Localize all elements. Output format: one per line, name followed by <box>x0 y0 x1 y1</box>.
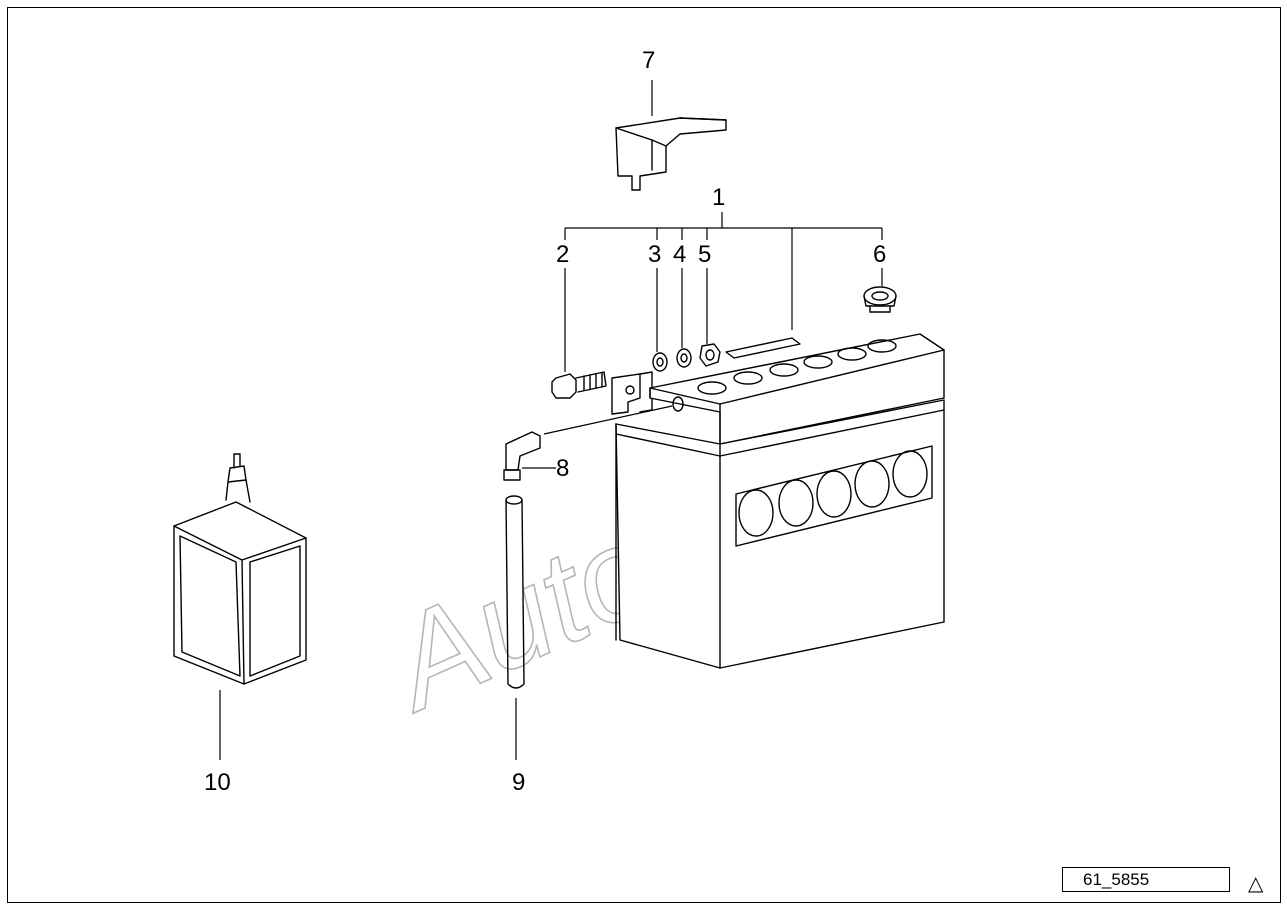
callout-6[interactable]: 6 <box>873 241 886 268</box>
part-8-elbow-connector[interactable] <box>503 431 541 481</box>
part-2-bolt[interactable] <box>551 371 607 399</box>
part-1-battery[interactable] <box>543 333 945 669</box>
callout-4[interactable]: 4 <box>673 241 686 268</box>
part-10-electrolyte-bottle[interactable] <box>173 453 307 685</box>
callout-5[interactable]: 5 <box>698 241 711 268</box>
part-5-nut[interactable] <box>699 343 721 367</box>
callout-7[interactable]: 7 <box>642 47 655 74</box>
callout-2[interactable]: 2 <box>556 241 569 268</box>
leader-1-bracket <box>564 212 883 330</box>
part-6-vent-plug[interactable] <box>863 286 897 313</box>
reference-code: 61_5855 <box>1083 870 1150 889</box>
part-9-vent-hose[interactable] <box>505 495 525 689</box>
warning-triangle-icon: △ <box>1248 871 1264 895</box>
part-7-terminal-cover[interactable] <box>615 117 727 191</box>
terminal-bracket <box>611 371 653 415</box>
callout-10[interactable]: 10 <box>204 769 231 796</box>
part-3-washer[interactable] <box>652 352 668 372</box>
callout-3[interactable]: 3 <box>648 241 661 268</box>
callout-9[interactable]: 9 <box>512 769 525 796</box>
callout-1[interactable]: 1 <box>712 184 725 211</box>
part-4-spring-washer[interactable] <box>676 348 692 368</box>
reference-code-box: 61_5855 <box>1062 867 1230 892</box>
callout-8[interactable]: 8 <box>556 455 569 482</box>
